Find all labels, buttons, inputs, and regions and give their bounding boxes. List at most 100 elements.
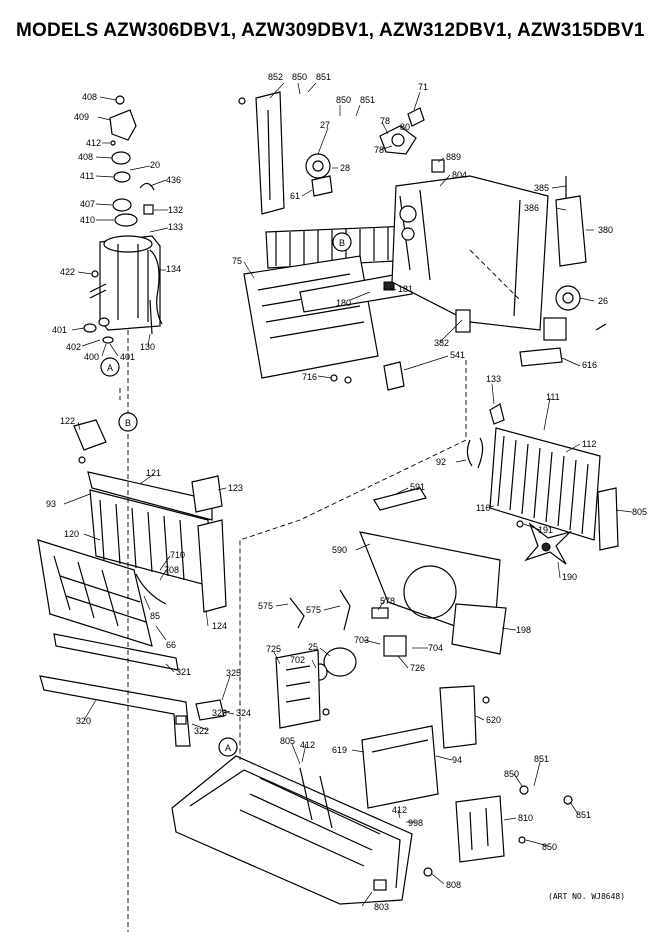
- part-label: 321: [176, 667, 191, 677]
- svg-text:B: B: [339, 238, 345, 248]
- part-label: 710: [170, 550, 185, 560]
- part-label: 180: [336, 298, 351, 308]
- part-label: 703: [354, 635, 369, 645]
- part-label: 320: [76, 716, 91, 726]
- part-label: 323: [212, 708, 227, 718]
- part-label: 324: [236, 708, 251, 718]
- part-label: 27: [320, 120, 330, 130]
- part-label: 409: [74, 112, 89, 122]
- svg-text:B: B: [125, 418, 131, 428]
- part-label: 20: [150, 160, 160, 170]
- part-label: 181: [398, 284, 413, 294]
- part-label: 78: [374, 145, 384, 155]
- part-label: 591: [410, 482, 425, 492]
- svg-text:A: A: [225, 743, 231, 753]
- page-title: MODELS AZW306DBV1, AZW309DBV1, AZW312DBV…: [16, 20, 645, 41]
- part-label: 132: [168, 205, 183, 215]
- part-label: 541: [450, 350, 465, 360]
- part-label: 26: [598, 296, 608, 306]
- fan-motor-assembly: [275, 487, 573, 729]
- part-label: 708: [164, 565, 179, 575]
- part-label: 436: [166, 175, 181, 185]
- part-label: 851: [576, 810, 591, 820]
- part-label: 385: [534, 183, 549, 193]
- part-label: 889: [446, 152, 461, 162]
- part-label: 133: [168, 222, 183, 232]
- part-label: 851: [316, 72, 331, 82]
- part-label: 411: [80, 171, 94, 181]
- part-label: 412: [86, 138, 101, 148]
- part-label: 94: [452, 755, 462, 765]
- part-label: 112: [582, 439, 596, 449]
- part-label: 402: [66, 342, 81, 352]
- condenser-coil-assembly: [466, 403, 619, 551]
- part-label: 120: [64, 529, 79, 539]
- part-label: 575: [306, 605, 321, 615]
- part-labels: 408 409 412 408 20 411 436 407 132 410 1…: [46, 72, 647, 912]
- part-label: 61: [290, 191, 300, 201]
- part-label: 412: [300, 740, 315, 750]
- part-label: 850: [336, 95, 351, 105]
- part-label: 850: [504, 769, 519, 779]
- callout-b-bottom: B: [118, 412, 138, 432]
- part-label: 85: [150, 611, 160, 621]
- part-label: 66: [166, 640, 176, 650]
- part-label: 401: [120, 352, 135, 362]
- part-label: 408: [78, 152, 93, 162]
- callout-a-bottom: A: [218, 737, 238, 757]
- part-label: 805: [280, 736, 295, 746]
- part-label: 803: [374, 902, 389, 912]
- part-label: 110: [476, 503, 490, 513]
- part-label: 590: [332, 545, 347, 555]
- part-label: 25: [308, 642, 318, 652]
- part-label: 808: [446, 880, 461, 890]
- part-label: 124: [212, 621, 227, 631]
- part-label: 619: [332, 745, 347, 755]
- part-label: 850: [542, 842, 557, 852]
- part-label: 134: [166, 264, 181, 274]
- part-label: 28: [340, 163, 350, 173]
- part-label: 804: [452, 170, 467, 180]
- part-label: 75: [232, 256, 242, 266]
- part-label: 422: [60, 267, 75, 277]
- part-label: 78: [380, 116, 390, 126]
- part-label: 408: [82, 92, 97, 102]
- blower-assembly: [238, 91, 413, 391]
- callout-b-top: B: [332, 232, 352, 252]
- part-label: 71: [418, 82, 428, 92]
- part-label: 325: [226, 668, 241, 678]
- part-label: 850: [292, 72, 307, 82]
- part-label: 401: [52, 325, 67, 335]
- part-label: 702: [290, 655, 305, 665]
- part-label: 725: [266, 644, 281, 654]
- part-label: 121: [146, 468, 161, 478]
- part-label: 122: [60, 416, 75, 426]
- part-label: 851: [360, 95, 375, 105]
- leader-lines: [63, 82, 633, 907]
- part-label: 382: [434, 338, 449, 348]
- part-label: 704: [428, 643, 443, 653]
- bulkhead-assembly: [379, 107, 607, 367]
- part-label: 386: [524, 203, 539, 213]
- part-label: 407: [80, 199, 95, 209]
- part-label: 111: [546, 392, 560, 402]
- part-label: 191: [538, 525, 553, 535]
- compressor-assembly: [83, 95, 163, 344]
- part-label: 716: [302, 372, 317, 382]
- part-label: 198: [516, 625, 531, 635]
- part-label: 92: [436, 457, 446, 467]
- callout-a-top: A: [100, 357, 120, 377]
- art-number: (ART NO. WJ8648): [548, 892, 626, 901]
- control-assembly: [361, 685, 573, 863]
- part-label: 578: [380, 596, 395, 606]
- part-label: 130: [140, 342, 155, 352]
- part-label: 805: [632, 507, 647, 517]
- part-label: 190: [562, 572, 577, 582]
- part-label: 810: [518, 813, 533, 823]
- part-label: 852: [268, 72, 283, 82]
- part-label: 620: [486, 715, 501, 725]
- part-label: 726: [410, 663, 425, 673]
- part-label: 93: [46, 499, 56, 509]
- base-pan-assembly: [171, 755, 433, 905]
